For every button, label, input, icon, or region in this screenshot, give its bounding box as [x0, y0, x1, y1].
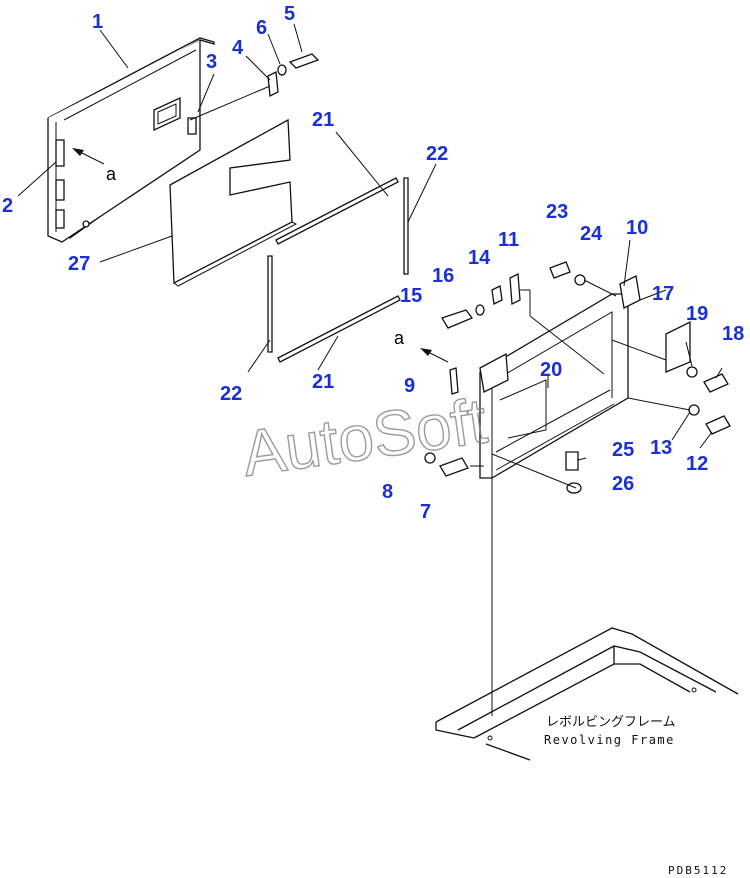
- callout-24: 24: [580, 223, 603, 245]
- support-frame: [479, 275, 691, 479]
- callout-11: 11: [498, 229, 519, 251]
- insulation-pad: [169, 118, 293, 285]
- callout-14: 14: [468, 247, 491, 269]
- callout-16: 16: [432, 265, 454, 287]
- leader-lines: [17, 23, 723, 716]
- view-arrow: [72, 148, 449, 363]
- callout-25: 25: [612, 439, 634, 461]
- callout-21-bottom: 21: [312, 371, 334, 393]
- callout-9: 9: [404, 375, 415, 397]
- callout-27: 27: [68, 253, 90, 275]
- callout-20: 20: [540, 359, 562, 381]
- callout-21-top: 21: [312, 109, 334, 131]
- callout-13: 13: [650, 437, 672, 459]
- frame-label-en: Revolving Frame: [544, 733, 675, 747]
- callout-15: 15: [400, 285, 422, 307]
- callout-22-top: 22: [426, 143, 448, 165]
- callout-4: 4: [232, 37, 244, 59]
- callout-10: 10: [626, 217, 648, 239]
- view-mark-a-door: a: [106, 164, 117, 184]
- callout-labels: 1 2 3 4 5 6 7 8 9 10 11 12 13 14 15 16 1…: [2, 3, 744, 523]
- callout-5: 5: [284, 3, 295, 25]
- callout-22-bottom: 22: [220, 383, 242, 405]
- callout-8: 8: [382, 481, 393, 503]
- view-mark-a-frame: a: [394, 328, 405, 348]
- seal-strips: [267, 177, 409, 363]
- callout-3: 3: [206, 51, 217, 73]
- callout-1: 1: [92, 11, 103, 33]
- door-panel: [47, 37, 215, 243]
- callout-18: 18: [722, 323, 744, 345]
- frame-label-jp: レボルビングフレーム: [546, 715, 676, 730]
- callout-7: 7: [420, 501, 431, 523]
- callout-17: 17: [652, 283, 674, 305]
- callout-6: 6: [256, 17, 267, 39]
- callout-26: 26: [612, 473, 634, 495]
- callout-19: 19: [686, 303, 708, 325]
- callout-23: 23: [546, 201, 568, 223]
- drawing-code: PDB5112: [668, 864, 728, 877]
- callout-12: 12: [686, 453, 708, 475]
- fasteners: [267, 53, 731, 494]
- callout-2: 2: [2, 195, 13, 217]
- revolving-frame: [435, 627, 739, 761]
